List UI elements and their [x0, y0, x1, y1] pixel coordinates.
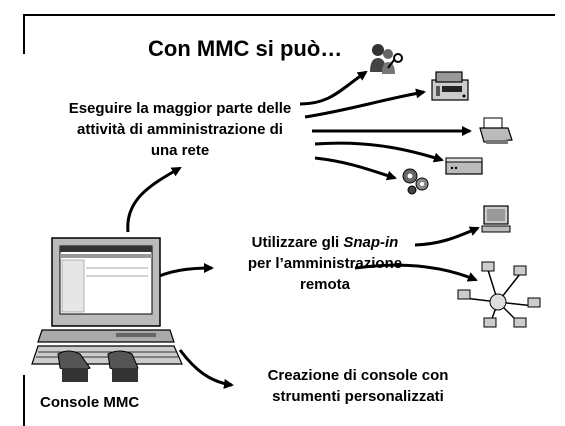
- snap-in-line-2: per l’amministrazione: [247, 255, 403, 272]
- desktop-computer-icon: [481, 205, 511, 233]
- snap-in-text: Utilizzare gli Snap-in per l’amministraz…: [210, 232, 440, 295]
- admin-tasks-line-2: attività di amministrazione di: [77, 121, 283, 138]
- snap-in-line-1-prefix: Utilizzare gli: [251, 234, 344, 251]
- frame-top-line: [23, 14, 555, 16]
- arrow-console-to-block1: [126, 166, 182, 233]
- server-icon: [431, 71, 469, 101]
- arrow-console-to-block3: [178, 349, 234, 389]
- snap-in-line-3: remota: [299, 276, 351, 293]
- arrow-to-modem: [314, 141, 444, 163]
- snap-in-line-1: Utilizzare gli Snap-in: [210, 232, 440, 253]
- slide-title: Con MMC si può…: [148, 36, 343, 61]
- custom-console-text: Creazione di console con strumenti perso…: [228, 365, 488, 407]
- console-mmc-label: Console MMC: [40, 394, 140, 411]
- modem-icon: [445, 157, 483, 175]
- admin-tasks-text: Eseguire la maggior parte delle attività…: [30, 98, 330, 161]
- arrow-to-server: [304, 88, 426, 119]
- network-star-icon: [457, 261, 541, 328]
- arrow-to-network: [354, 263, 478, 282]
- arrow-to-users: [299, 70, 368, 106]
- gears-icon: [402, 168, 429, 195]
- frame-left-line-bottom: [23, 375, 25, 426]
- custom-console-line-1: Creazione di console con: [267, 367, 449, 384]
- admin-tasks-line-1: Eseguire la maggior parte delle: [68, 100, 292, 117]
- computer-console-icon: [31, 237, 183, 382]
- admin-tasks-line-3: una rete: [150, 142, 210, 159]
- printer-icon: [479, 117, 513, 144]
- arrow-to-gears: [314, 156, 397, 181]
- custom-console-line-2: strumenti personalizzati: [272, 388, 444, 405]
- frame-left-line: [23, 14, 25, 54]
- users-key-icon: [370, 44, 403, 74]
- snap-in-emphasis: Snap-in: [343, 234, 399, 251]
- arrow-to-desktop: [414, 226, 480, 247]
